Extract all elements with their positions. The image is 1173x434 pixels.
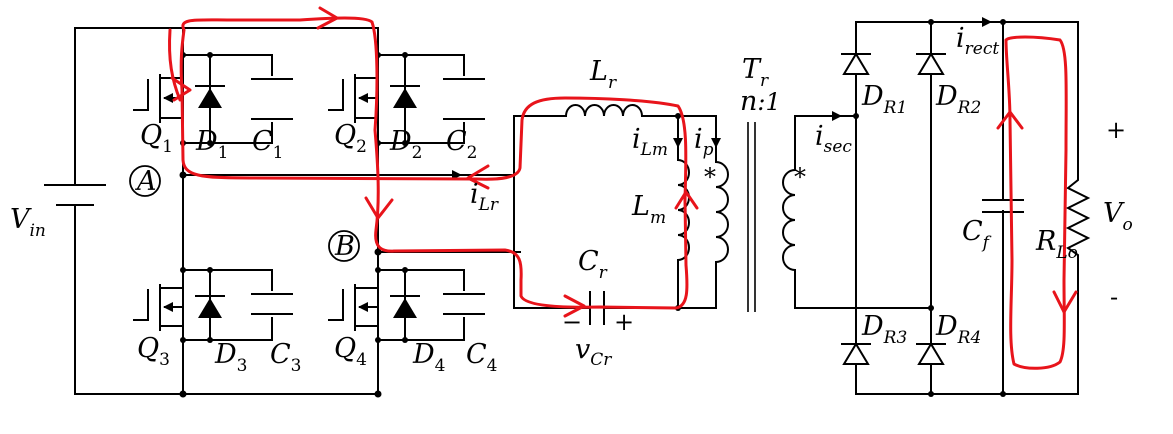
red-path-output-loop <box>996 35 1078 370</box>
label-node-a: A <box>134 166 157 197</box>
label-dot-secondary: * <box>794 163 806 191</box>
label-dr1: DR1 <box>861 81 907 118</box>
label-c4: C4 <box>466 339 498 376</box>
label-output-minus: - <box>1110 283 1118 311</box>
diode-dr2 <box>916 52 946 75</box>
node-b-marker <box>328 230 360 262</box>
red-path-primary-loop <box>168 6 699 318</box>
current-arrows-tank <box>429 127 721 180</box>
inductor-lm <box>676 158 690 262</box>
label-vin: Vin <box>10 204 46 241</box>
label-irect: irect <box>956 23 999 59</box>
label-cr-plus: + <box>614 308 634 336</box>
diode-dr4 <box>916 342 946 365</box>
label-cr: Cr <box>578 246 608 283</box>
label-d4: D4 <box>412 339 445 376</box>
label-node-b: B <box>334 231 355 262</box>
label-q2: Q2 <box>334 120 367 157</box>
label-c3: C3 <box>270 339 302 376</box>
switch-cell-q3 <box>133 267 293 343</box>
switch-cell-q2 <box>328 52 485 146</box>
label-c2: C2 <box>446 126 478 163</box>
bridge-junction-dots <box>179 171 382 398</box>
label-q1: Q1 <box>140 120 173 157</box>
switch-cell-q1 <box>133 52 293 146</box>
label-cr-minus: − <box>562 308 582 336</box>
label-c1: C1 <box>252 126 284 163</box>
transformer-primary-winding <box>714 160 729 264</box>
label-lr: Lr <box>589 56 617 93</box>
node-a-marker <box>129 165 161 197</box>
transformer-core <box>747 122 756 312</box>
label-vo: Vo <box>1103 198 1133 235</box>
label-lm: Lm <box>631 191 666 228</box>
inductor-lr <box>564 104 644 118</box>
label-cf: Cf <box>962 216 992 253</box>
switch-cell-q4 <box>328 267 485 343</box>
diode-dr1 <box>841 52 871 75</box>
label-dot-primary: * <box>704 163 716 191</box>
label-vcr: vCr <box>575 334 612 370</box>
label-q3: Q3 <box>137 333 170 370</box>
label-dr2: DR2 <box>935 81 981 118</box>
label-dr3: DR3 <box>861 311 907 348</box>
label-d1: D1 <box>195 126 228 163</box>
load-resistor <box>1065 174 1091 261</box>
label-d3: D3 <box>214 339 247 376</box>
label-rl: RLo <box>1035 226 1078 263</box>
label-tr: Tr <box>742 54 769 91</box>
capacitor-cf <box>982 199 1024 213</box>
diode-dr3 <box>841 342 871 365</box>
resonant-tank-wiring <box>469 113 717 311</box>
label-ilm: iLm <box>632 124 668 160</box>
label-q4: Q4 <box>334 333 367 370</box>
label-d2: D2 <box>389 126 422 163</box>
label-turns-ratio: n:1 <box>740 86 781 117</box>
label-output-plus: + <box>1106 116 1126 144</box>
label-isec: isec <box>815 121 852 157</box>
label-ilr: iLr <box>470 179 499 215</box>
label-ip: ip <box>694 124 714 160</box>
transformer-secondary-winding <box>782 111 932 309</box>
label-dr4: DR4 <box>935 311 981 348</box>
input-voltage-source <box>44 27 379 395</box>
